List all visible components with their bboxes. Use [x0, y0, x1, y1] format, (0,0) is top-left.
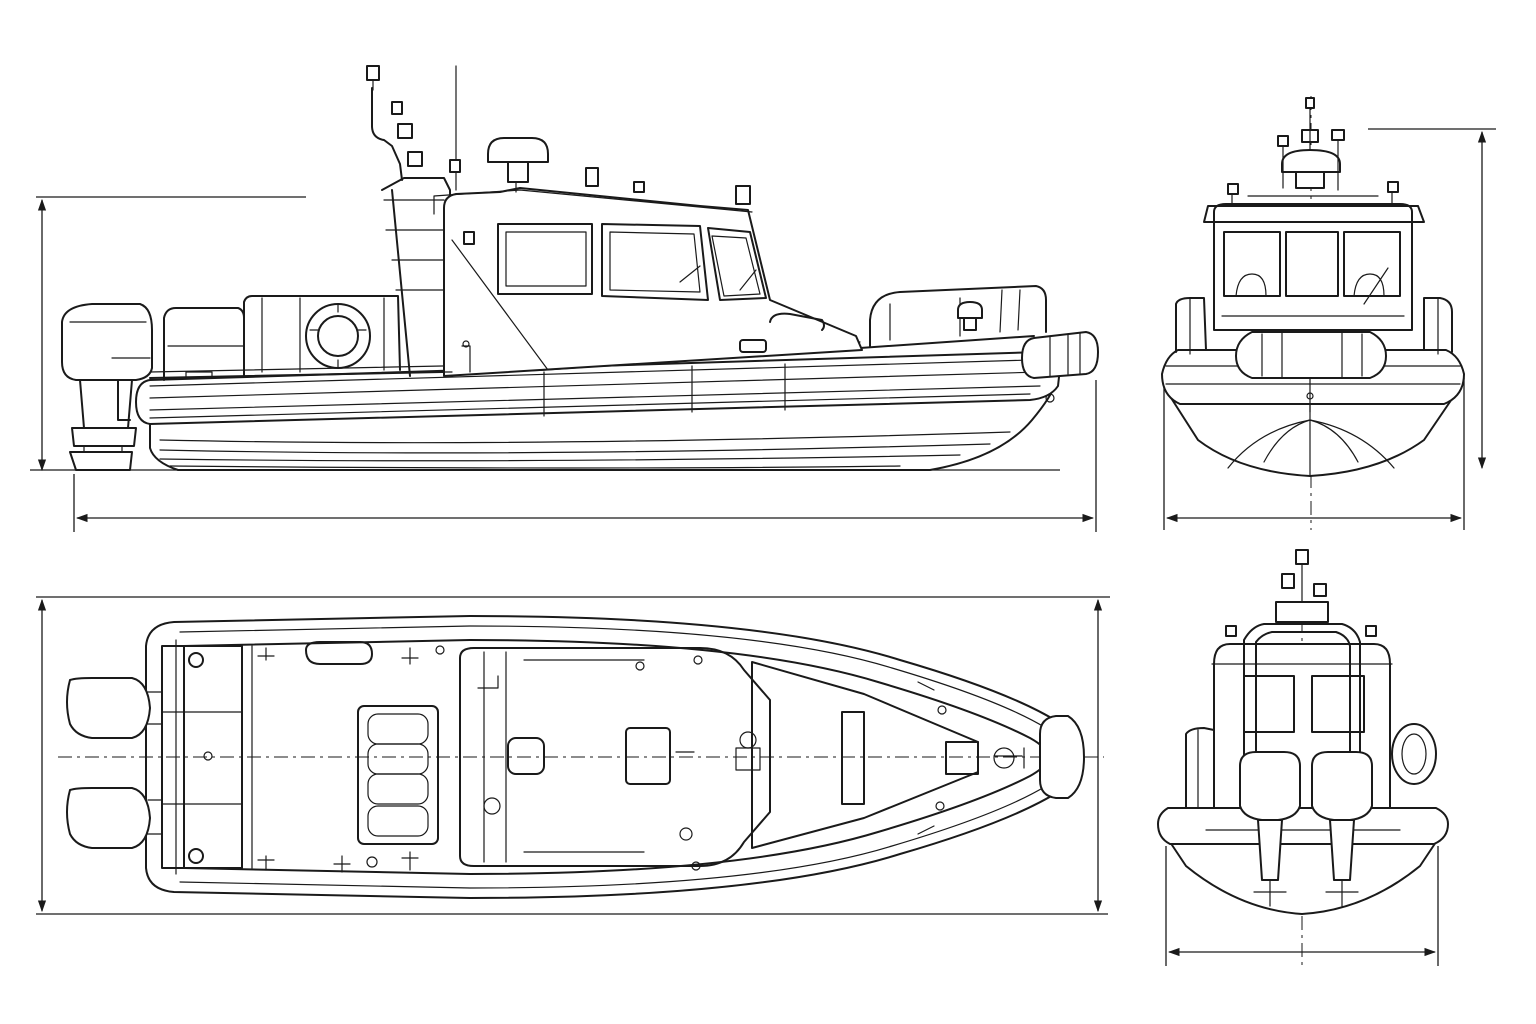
side-cleats: [437, 340, 471, 373]
side-elevation-view: [30, 65, 1099, 532]
stern-hull: [1165, 835, 1441, 915]
side-outboard-motor: [61, 303, 153, 471]
side-collar-tube: [135, 331, 1099, 425]
plan-bow-fender: [1039, 715, 1085, 799]
bow-fender: [1021, 331, 1099, 379]
plan-cabin-roof: [459, 647, 771, 867]
side-cabin: [433, 187, 863, 377]
stern-collar: [1157, 807, 1449, 845]
side-bow-railing: [869, 285, 1055, 403]
side-life-ring: [305, 303, 371, 369]
bow-elevation-view: [1161, 96, 1496, 530]
side-hull: [149, 381, 1057, 471]
stern-elevation-view: [1157, 549, 1449, 966]
bow-cabin: [1213, 203, 1413, 331]
plan-outboard-motors: [66, 677, 163, 849]
plan-view: [36, 596, 1110, 915]
side-mast: [366, 65, 461, 377]
bow-front-fender: [1235, 331, 1387, 379]
stern-life-ring: [1391, 723, 1437, 785]
plan-seats: [305, 641, 439, 845]
plan-deck-fittings: [257, 645, 947, 873]
side-stern-railing: [163, 295, 401, 381]
side-roof-equipment: [487, 137, 751, 205]
plan-foredeck: [735, 661, 1025, 849]
plan-dimension-lines: [36, 596, 1110, 915]
bow-dimension-lines: [1163, 96, 1496, 530]
plan-stern-deck: [161, 645, 253, 869]
stern-outboard-motors: [1239, 751, 1373, 907]
